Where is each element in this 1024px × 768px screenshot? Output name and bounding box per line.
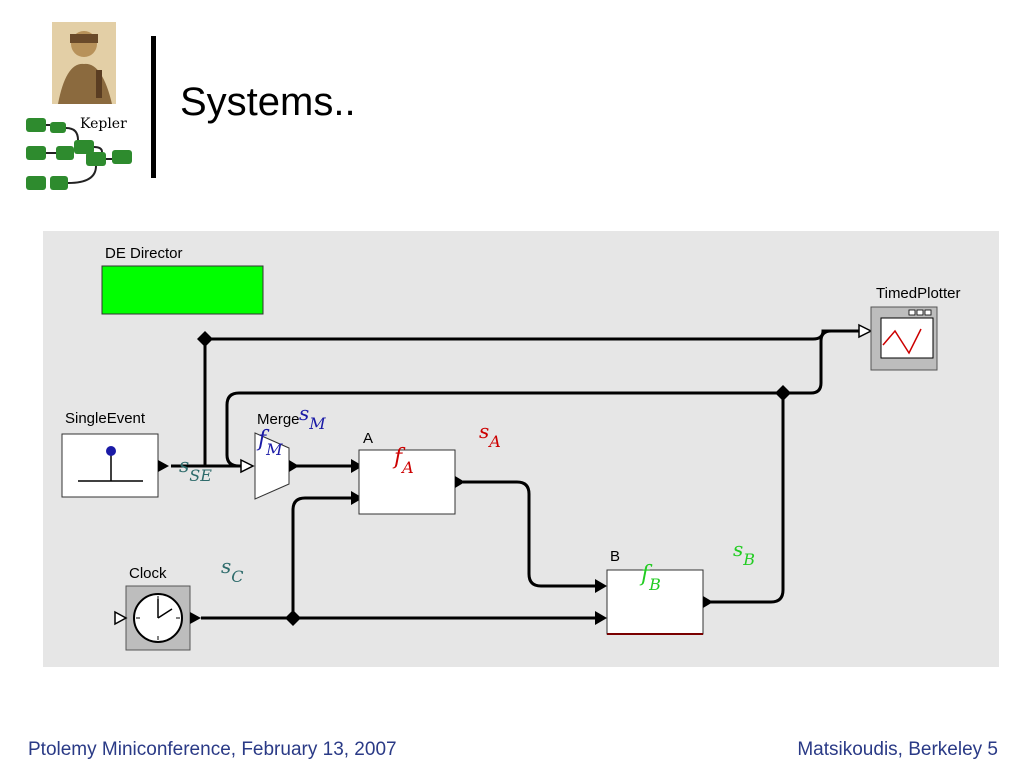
wire-b-to-plotter: [783, 329, 832, 395]
title-divider: [151, 36, 156, 178]
relation-b[interactable]: [775, 385, 791, 401]
plotter-label: TimedPlotter: [876, 285, 960, 302]
arrowheads: [351, 459, 607, 625]
model-canvas: DE Director SingleEvent: [43, 231, 999, 667]
director-label: DE Director: [105, 245, 183, 262]
actor-b[interactable]: [606, 569, 713, 635]
annotation-s-se: sSE: [179, 453, 212, 485]
actor-a[interactable]: [358, 449, 465, 515]
wire-clock-a: [291, 496, 351, 618]
slide-title: Systems..: [180, 80, 356, 124]
clock-actor[interactable]: [114, 585, 201, 651]
wires: [171, 329, 861, 620]
annotation-s-b: sB: [733, 537, 755, 569]
plotter-input-port: [858, 323, 873, 339]
footer-conference: Ptolemy Miniconference, February 13, 200…: [28, 739, 397, 760]
actor-b-label: B: [610, 548, 620, 565]
wire-feedback-merge: [225, 391, 783, 468]
kepler-logo-text: Kepler: [80, 116, 127, 132]
actor-a-label: A: [363, 430, 373, 447]
annotation-s-a: sA: [479, 419, 501, 451]
timedplotter-actor[interactable]: [870, 306, 938, 371]
wire-a-b: [463, 480, 599, 588]
merge-input-port: [240, 458, 255, 474]
wire-b-out: [705, 393, 785, 604]
annotation-s-m: sM: [299, 401, 326, 433]
relation-clock[interactable]: [285, 610, 301, 626]
footer-author-page: Matsikoudis, Berkeley 5: [797, 739, 998, 760]
merge-actor[interactable]: [254, 432, 299, 500]
singleevent-label: SingleEvent: [65, 410, 146, 427]
relations: [197, 331, 791, 626]
wire-to-plotter: [205, 329, 861, 341]
de-director[interactable]: [101, 265, 264, 315]
clock-label: Clock: [129, 565, 167, 582]
kepler-network-icon: [26, 118, 132, 190]
annotation-s-c: sC: [221, 554, 244, 586]
relation-se[interactable]: [197, 331, 213, 347]
kepler-logo: Kepler: [26, 22, 132, 190]
merge-label: Merge: [257, 411, 300, 428]
singleevent-actor[interactable]: [61, 433, 169, 498]
